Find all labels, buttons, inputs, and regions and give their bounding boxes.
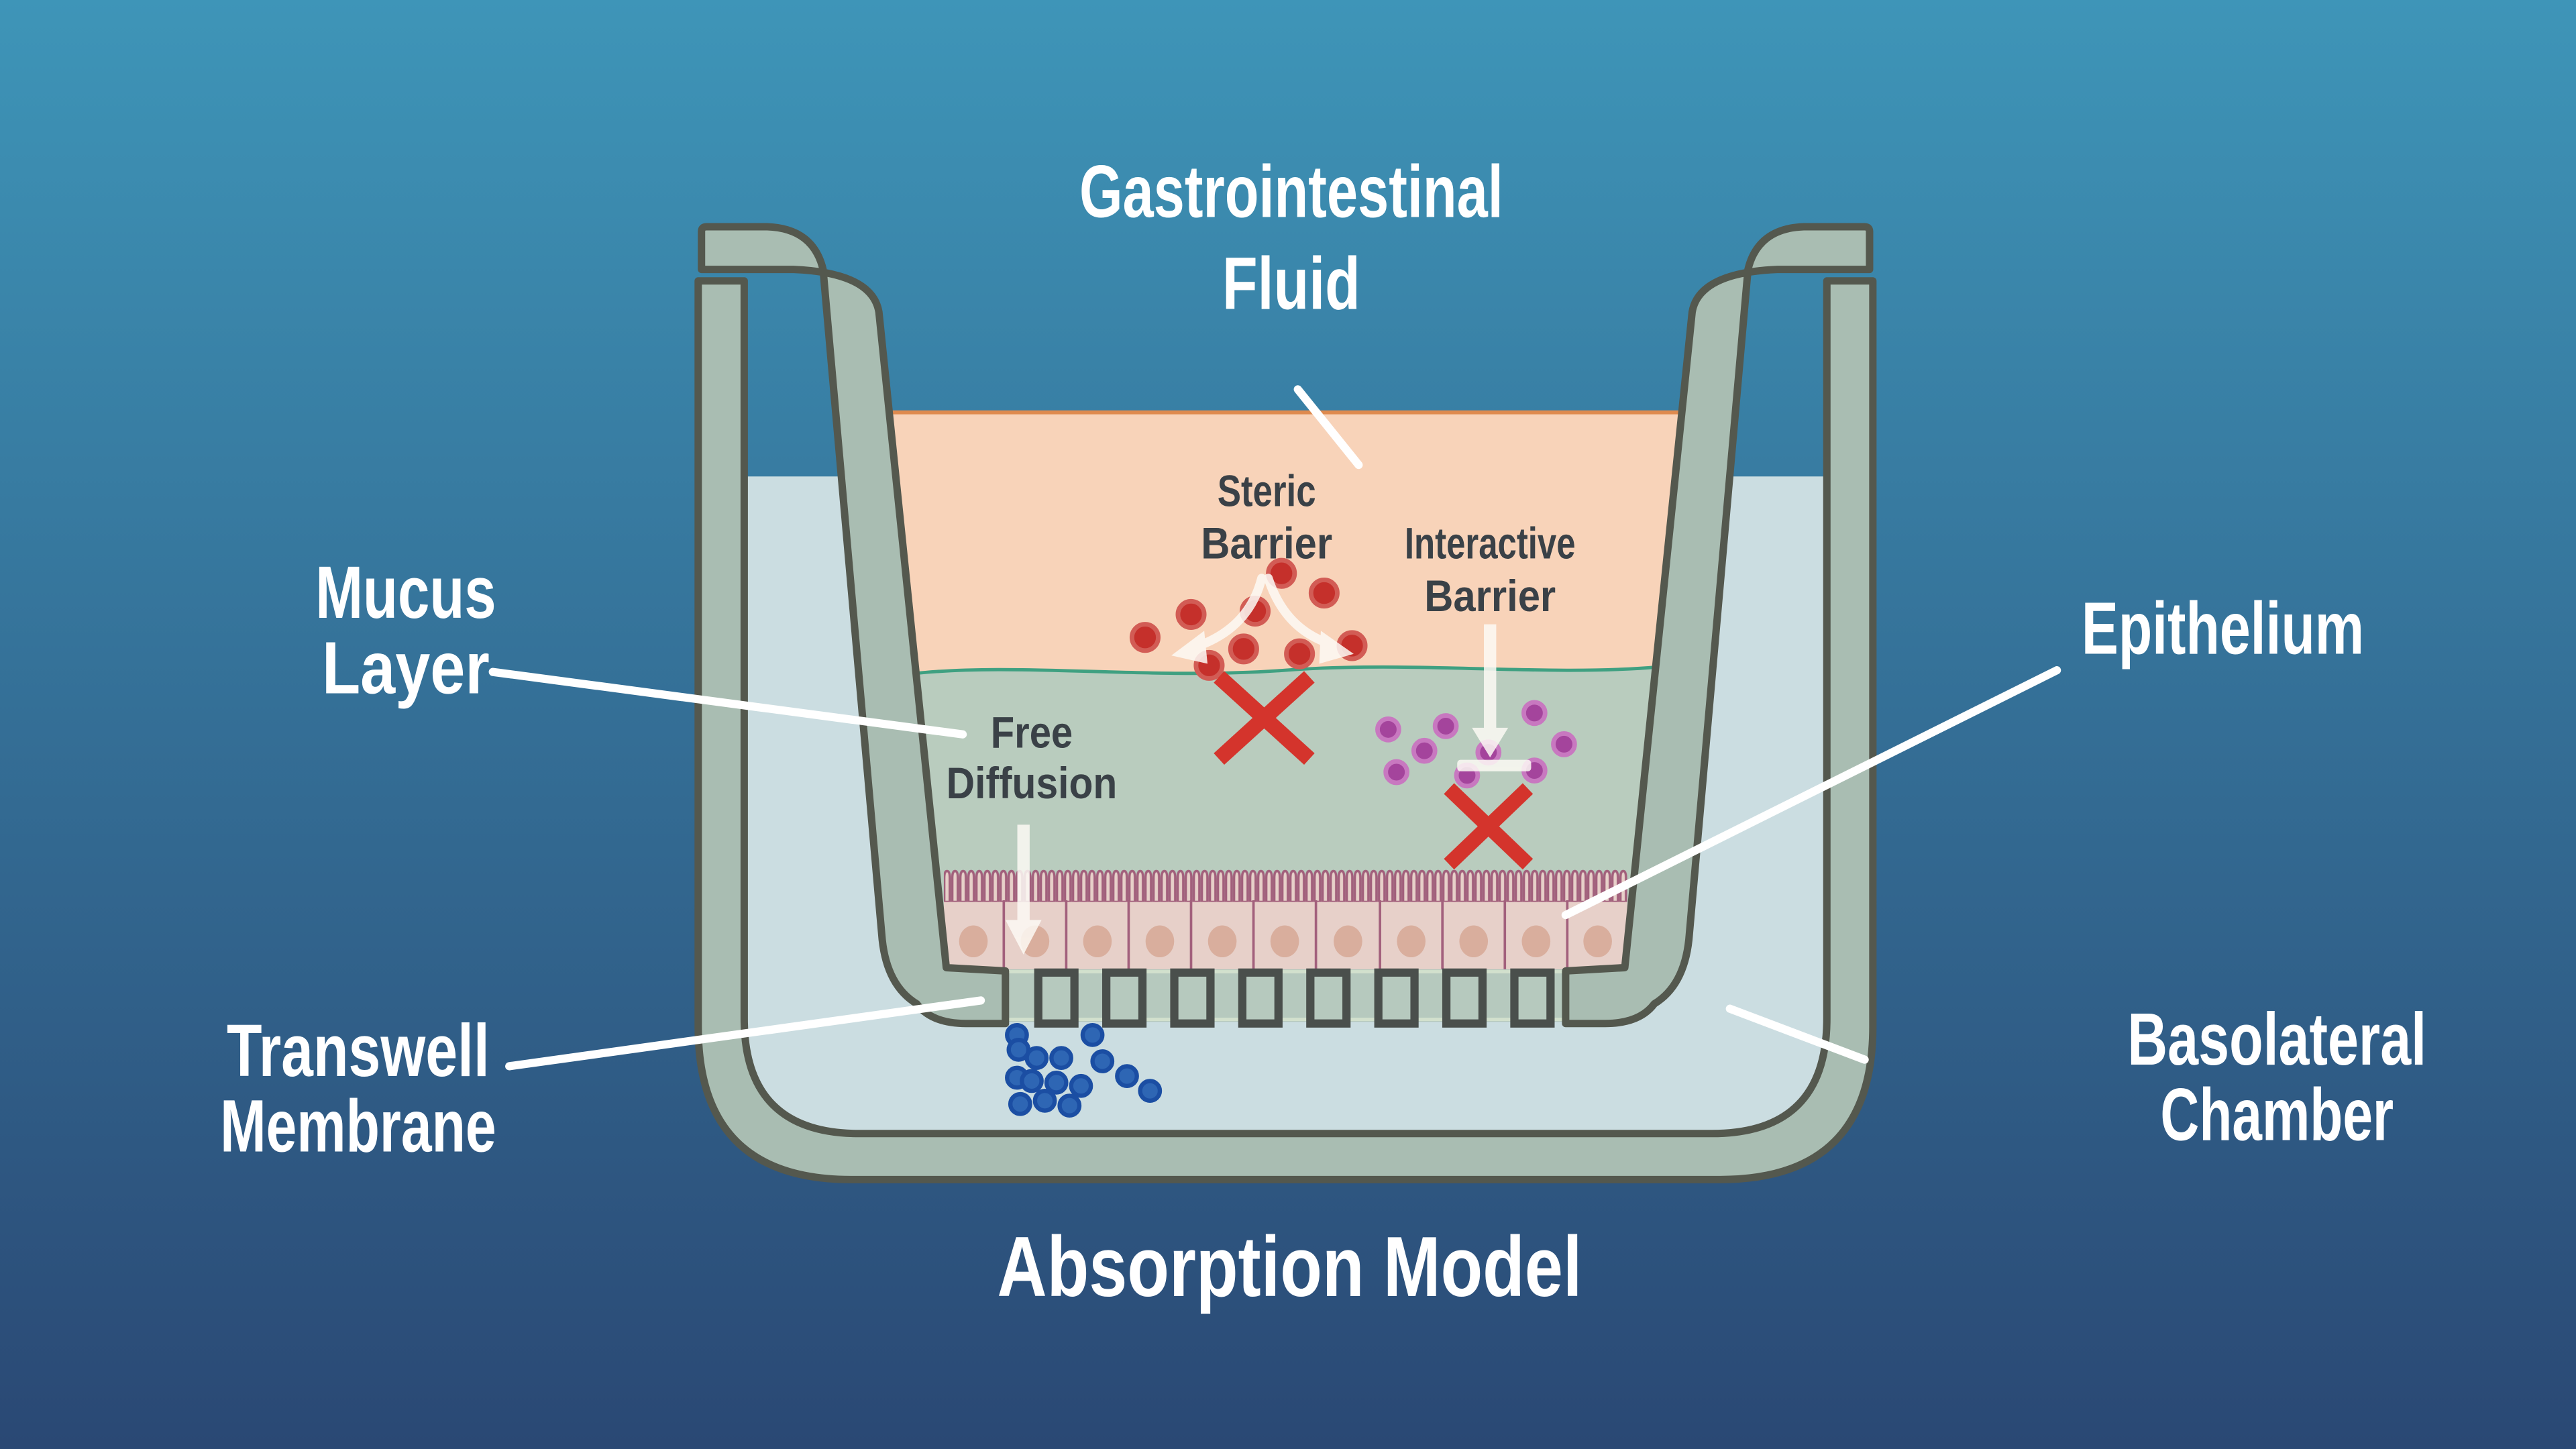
- microvilli-brush-border: [943, 869, 1627, 902]
- arrowhead-right-icon: [1319, 631, 1354, 664]
- label-basolateral-chamber-1: Basolateral: [2127, 998, 2426, 1081]
- insert-interior: [885, 410, 1686, 1022]
- arrowhead-down-icon: [1472, 727, 1509, 757]
- label-steric-barrier-1: Steric: [1218, 466, 1316, 516]
- label-interactive-barrier-1: Interactive: [1405, 519, 1576, 569]
- insert-wall-left: [698, 223, 1010, 1028]
- label-free-diffusion-1: Free: [991, 708, 1073, 757]
- epithelium-layer: [943, 869, 1627, 971]
- interactive-cross-icon: [1444, 783, 1534, 870]
- pointer-mucus: [488, 667, 967, 739]
- pointer-basolateral: [1725, 1004, 1869, 1064]
- label-gastrointestinal-fluid-2: Fluid: [1222, 242, 1360, 325]
- red-blocked-particles: [1129, 557, 1368, 681]
- arrowhead-down-icon: [1005, 920, 1042, 955]
- blue-absorbed-particles: [1005, 1022, 1163, 1118]
- pointer-gastrointestinal: [1293, 385, 1363, 470]
- label-transwell-membrane-2: Membrane: [220, 1085, 496, 1168]
- pointer-transwell: [505, 996, 985, 1071]
- cell-nuclei: [959, 925, 1612, 958]
- label-steric-barrier-2: Barrier: [1201, 519, 1332, 569]
- vessel-wall: [694, 277, 1877, 1183]
- pointer-lines: [488, 385, 2061, 1071]
- gi-fluid-layer: [885, 411, 1686, 680]
- steric-cross-icon: [1214, 671, 1315, 765]
- label-epithelium: Epithelium: [2082, 588, 2364, 670]
- insert-wall-right: [1562, 223, 1874, 1028]
- block-bar-icon: [1457, 759, 1532, 771]
- free-diffusion-arrow: [1005, 824, 1042, 955]
- label-transwell-membrane-1: Transwell: [227, 1010, 490, 1092]
- label-interactive-barrier-2: Barrier: [1424, 572, 1556, 621]
- labels: Gastrointestinal Fluid Mucus Layer Epith…: [220, 150, 2426, 1314]
- pointer-epithelium: [1561, 666, 2061, 920]
- steric-deflection-arrows: [1171, 574, 1354, 664]
- label-free-diffusion-2: Diffusion: [947, 759, 1118, 808]
- interactive-block-arrow: [1457, 624, 1532, 771]
- mucus-surface-line: [913, 665, 1658, 676]
- membrane-pores: [1034, 968, 1555, 1028]
- label-gastrointestinal-fluid-1: Gastrointestinal: [1079, 150, 1503, 233]
- arrowhead-left-icon: [1171, 631, 1208, 664]
- label-mucus-layer-1: Mucus: [315, 551, 496, 634]
- page-title: Absorption Model: [998, 1219, 1582, 1314]
- label-mucus-layer-2: Layer: [322, 627, 490, 709]
- label-basolateral-chamber-2: Chamber: [2160, 1074, 2394, 1157]
